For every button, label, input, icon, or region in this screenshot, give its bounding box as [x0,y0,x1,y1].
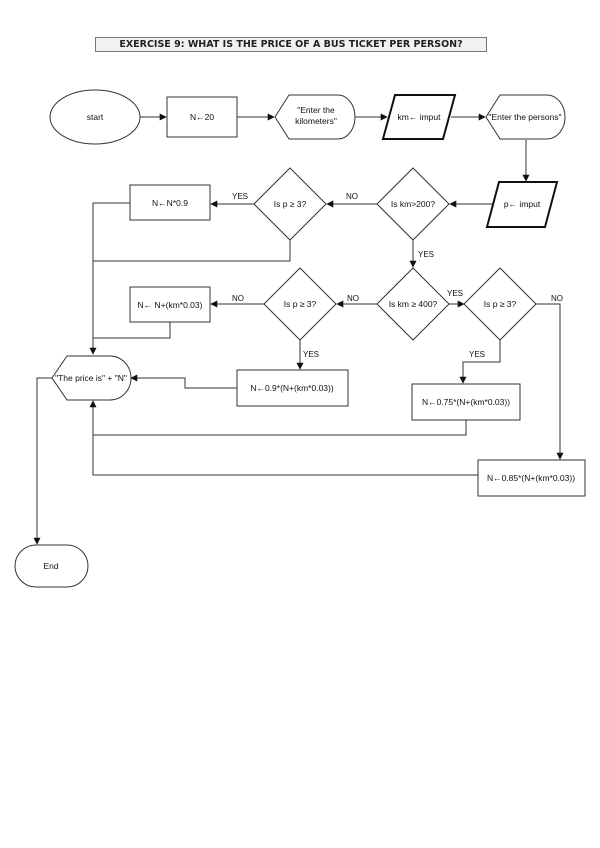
label-yes: YES [232,192,248,201]
node-decision-p-left: Is p ≥ 3? [263,267,337,341]
node-start: start [49,89,141,145]
node-prompt-persons-label: "Enter the persons" [488,112,561,122]
node-assign-075-add-label: N←0.75*(N+(km*0.03)) [422,397,510,407]
node-start-label: start [87,112,104,122]
node-assign-09-add-label: N←0.9*(N+(km*0.03)) [250,383,334,393]
node-init: N←20 [166,96,238,138]
arrow-p-right-no-to-assign085 [536,303,564,460]
arrow-assign09-to-output [89,202,130,355]
label-yes: YES [469,350,485,359]
node-prompt-km-line2: kilometers" [295,116,337,126]
node-decision-p-top: Is p ≥ 3? [253,167,327,241]
node-decision-km200-label: Is km>200? [391,199,435,209]
arrow-assign075-to-output [89,400,467,436]
branch-labels: YES NO YES NO NO YES NO YES YES [232,192,563,359]
node-input-p: p← imput [485,181,559,228]
node-prompt-persons: "Enter the persons" [485,94,566,140]
line-p-top-no-to-output [93,240,291,262]
node-decision-km400-label: Is km ≥ 400? [389,299,438,309]
node-input-km-label: km← imput [398,112,442,122]
node-assign-085-add-label: N←0.85*(N+(km*0.03)) [487,473,575,483]
label-yes: YES [418,250,434,259]
node-input-p-label: p← imput [504,199,541,209]
label-no: NO [232,294,244,303]
label-yes: YES [447,289,463,298]
arrow-p-right-yes-to-assign075 [459,340,501,384]
node-prompt-km-line1: "Enter the [297,105,335,115]
node-input-km: km← imput [381,94,457,140]
node-assign-09-label: N←N*0.9 [152,198,188,208]
node-output: "The price is" + "N" [51,355,132,401]
node-assign-add: N← N+(km*0.03) [129,286,211,323]
label-no: NO [551,294,563,303]
node-decision-p-right: Is p ≥ 3? [463,267,537,341]
node-decision-p-top-label: Is p ≥ 3? [274,199,307,209]
node-decision-km200: Is km>200? [376,167,450,241]
node-decision-p-left-label: Is p ≥ 3? [284,299,317,309]
label-no: NO [347,294,359,303]
node-assign-085-add: N←0.85*(N+(km*0.03)) [477,459,586,497]
node-end: End [14,544,89,588]
node-output-label: "The price is" + "N" [55,373,127,383]
arrow-assign09add-to-output [130,374,237,389]
connectors [33,113,564,545]
line-assign-add-to-output [93,322,171,339]
node-decision-p-right-label: Is p ≥ 3? [484,299,517,309]
node-end-label: End [43,561,58,571]
node-assign-add-label: N← N+(km*0.03) [138,300,203,310]
node-assign-09: N←N*0.9 [129,184,211,221]
node-assign-09-add: N←0.9*(N+(km*0.03)) [236,369,349,407]
node-assign-075-add: N←0.75*(N+(km*0.03)) [411,383,521,421]
label-no: NO [346,192,358,201]
node-decision-km400: Is km ≥ 400? [376,267,450,341]
node-init-label: N←20 [190,112,214,122]
arrow-output-to-end [33,377,52,545]
label-yes: YES [303,350,319,359]
diagram-title: EXERCISE 9: WHAT IS THE PRICE OF A BUS T… [95,37,487,52]
node-prompt-km: "Enter the kilometers" [274,94,356,140]
line-assign085-to-output [92,435,478,476]
